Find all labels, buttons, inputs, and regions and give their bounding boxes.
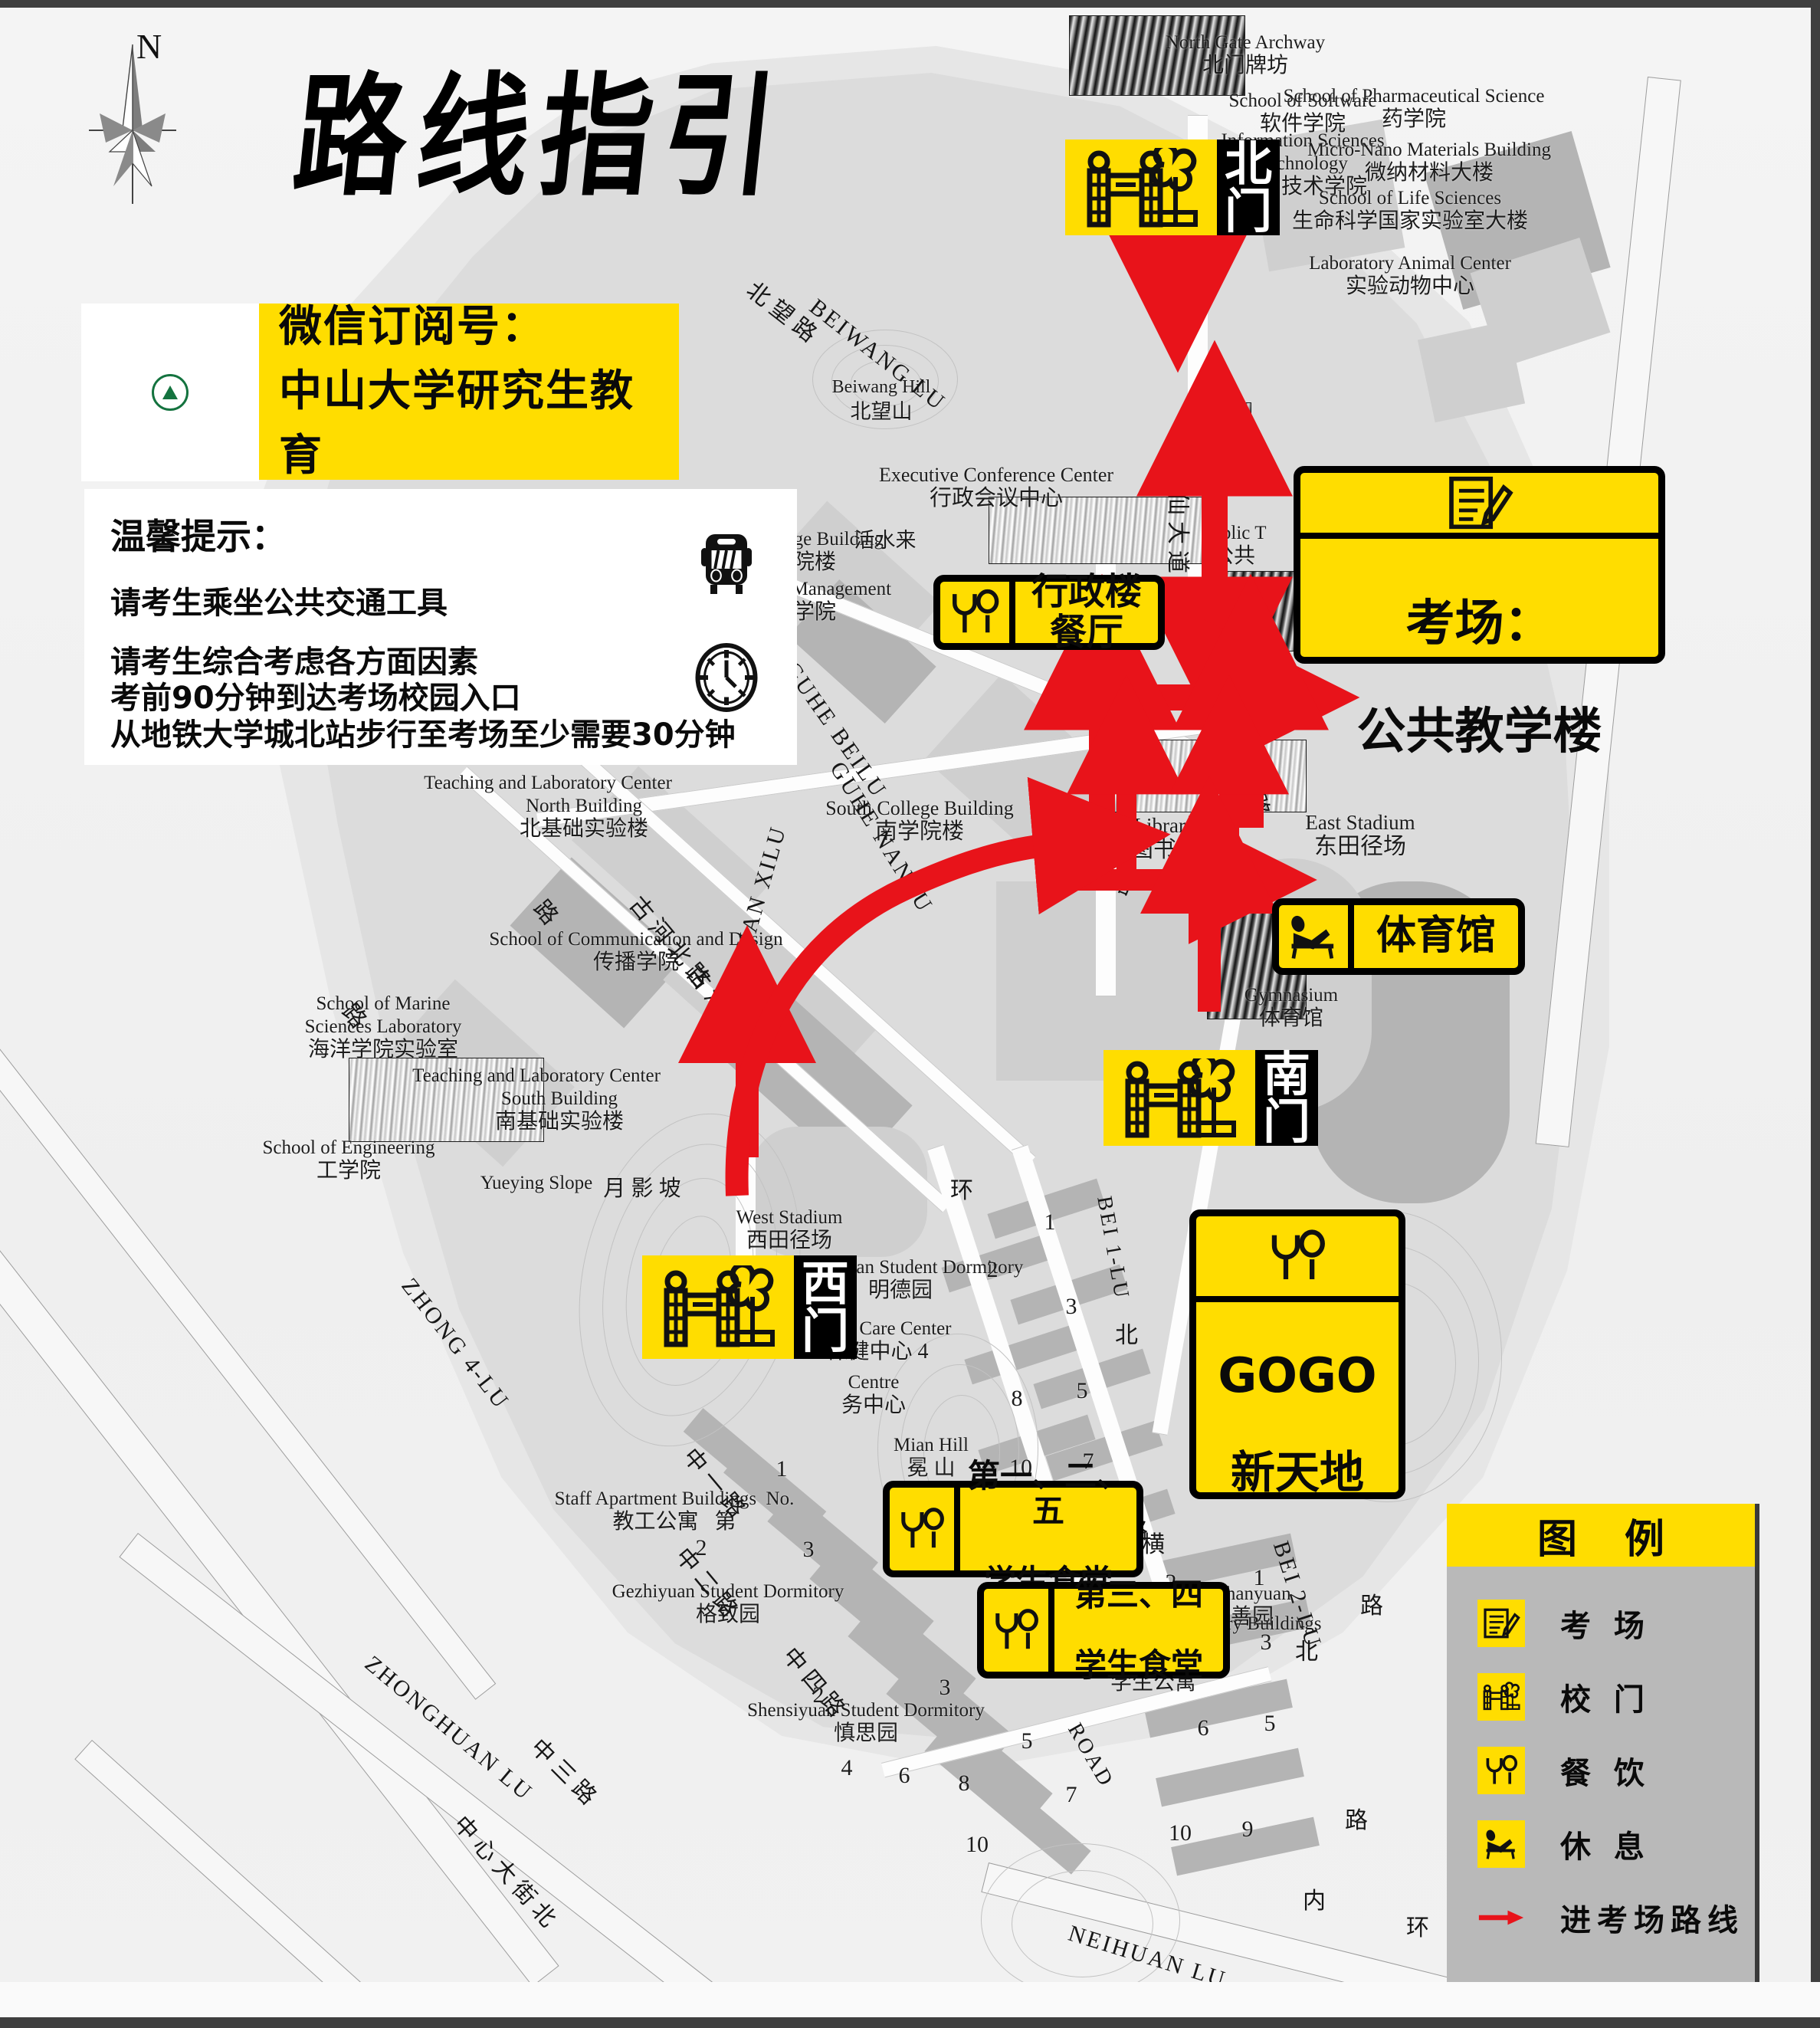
- dining-icon: [940, 582, 1015, 643]
- gate-char-1: 南: [1262, 1045, 1310, 1102]
- building-block: [1417, 320, 1526, 423]
- canteen-34-line-1: 第三、四: [1074, 1575, 1203, 1613]
- exam-venue-label: 考场： 公共教学楼: [1300, 539, 1658, 822]
- gogo-line-1: GOGO: [1218, 1347, 1377, 1403]
- dining-icon: [1196, 1216, 1399, 1302]
- gymnasium-sign[interactable]: 体育馆: [1272, 898, 1525, 975]
- north-gate-name: 北 门: [1216, 135, 1280, 239]
- west-gate-sign[interactable]: 西 门: [642, 1255, 857, 1359]
- wechat-account-name: 中山大学研究生教育: [279, 366, 635, 481]
- canteen-125-label: 第一、二、五 学生食堂: [960, 1387, 1136, 1671]
- tips-line-1: 请考生乘坐公共交通工具: [110, 586, 448, 621]
- gate-char-2: 门: [1224, 182, 1272, 239]
- exam-paper-icon: [1300, 473, 1658, 539]
- photo-engineering-building: [349, 1058, 544, 1142]
- west-gate-name: 西 门: [793, 1255, 857, 1359]
- university-emblem-icon: [146, 368, 195, 417]
- campus-gate-icon: [1477, 1673, 1525, 1721]
- tips-heading: 温馨提示：: [110, 516, 287, 557]
- contour-ring: [812, 330, 958, 429]
- warm-tips-box: 温馨提示： 请考生乘坐公共交通工具 请考生综合考虑各方面因素 考前90分钟到达考…: [84, 489, 797, 765]
- exam-paper-icon: [1477, 1600, 1525, 1647]
- gate-char-2: 门: [1262, 1093, 1310, 1150]
- exam-venue-line-1: 考场：: [1405, 596, 1553, 653]
- rest-icon: [1477, 1820, 1525, 1868]
- dining-icon: [984, 1589, 1054, 1672]
- bus-icon: [701, 534, 752, 594]
- gymnasium-label: 体育馆: [1376, 913, 1496, 960]
- campus-gate-icon: [1103, 1050, 1255, 1146]
- map-legend: 图 例 考 场 校 门: [1447, 1504, 1759, 2010]
- legend-item-label: 餐 饮: [1560, 1756, 1651, 1791]
- red-arrow-icon: [1477, 1894, 1525, 1941]
- photo-library: [1103, 740, 1307, 812]
- tips-line-3: 考前90分钟到达考场校园入口: [110, 681, 521, 717]
- photo-small-building: [1205, 402, 1251, 441]
- exam-venue-sign[interactable]: 考场： 公共教学楼: [1294, 466, 1665, 760]
- legend-row-list: 考 场 校 门 餐 饮: [1447, 1567, 1755, 1954]
- legend-item: 考 场: [1477, 1587, 1755, 1660]
- contour-ring: [851, 360, 921, 406]
- tips-line-2: 请考生综合考虑各方面因素: [110, 645, 478, 681]
- wechat-qr-code[interactable]: [81, 304, 259, 481]
- frame-edge-bottom: [0, 2017, 1820, 2028]
- clock-icon: [695, 643, 758, 712]
- contour-ring: [1012, 1870, 1153, 1977]
- canteen-34-sign[interactable]: 第三、四 学生食堂: [977, 1577, 1230, 1683]
- gogo-sign[interactable]: GOGO 新天地: [1189, 1209, 1405, 1499]
- tips-icon-column: [690, 527, 763, 714]
- photo-conference-center: [989, 497, 1222, 564]
- rest-icon: [1279, 905, 1354, 968]
- canteen-34-label: 第三、四 学生食堂: [1054, 1506, 1223, 1754]
- photo-teaching-building: [1215, 571, 1307, 651]
- south-gate-name: 南 门: [1254, 1045, 1318, 1150]
- compass-north-letter: N: [136, 27, 162, 66]
- campus-gate-icon: [1065, 139, 1217, 235]
- emblem-ring: [152, 374, 189, 411]
- admin-canteen-sign[interactable]: 行政楼餐厅: [933, 570, 1165, 654]
- legend-item-label: 校 门: [1560, 1682, 1651, 1718]
- north-gate-sign[interactable]: 北 门: [1065, 139, 1280, 235]
- photo-north-gate-archway: [1069, 15, 1245, 96]
- legend-item: 餐 饮: [1477, 1734, 1755, 1807]
- frame-edge-right: [1811, 0, 1820, 2028]
- page-title: 路线指引: [287, 60, 794, 215]
- gate-char-1: 西: [801, 1255, 849, 1311]
- gogo-label: GOGO 新天地: [1196, 1302, 1399, 1545]
- legend-item: 校 门: [1477, 1660, 1755, 1734]
- canteen-34-line-2: 学生食堂: [1074, 1646, 1203, 1685]
- compass-rose: N: [60, 27, 205, 213]
- legend-item: 休 息: [1477, 1807, 1755, 1881]
- dorm-block: [1171, 1816, 1320, 1876]
- legend-item-label: 进考场路线: [1560, 1903, 1744, 1938]
- canteen-125-line-1: 第一、二、五: [967, 1456, 1129, 1530]
- gate-char-2: 门: [801, 1302, 849, 1359]
- wechat-label: 微信订阅号：: [279, 302, 546, 352]
- campus-gate-icon: [642, 1255, 794, 1359]
- gate-char-1: 北: [1224, 135, 1272, 192]
- admin-canteen-label: 行政楼餐厅: [1031, 570, 1142, 654]
- legend-item-label: 休 息: [1560, 1829, 1651, 1865]
- exam-venue-line-2: 公共教学楼: [1356, 704, 1602, 761]
- canteen-125-sign[interactable]: 第一、二、五 学生食堂: [883, 1458, 1143, 1600]
- tips-line-4: 从地铁大学城北站步行至考场至少需要30分钟: [110, 717, 736, 753]
- gogo-line-2: 新天地: [1230, 1446, 1364, 1499]
- compass-icon: [89, 44, 176, 204]
- dorm-block: [1156, 1747, 1304, 1807]
- dining-icon: [890, 1488, 960, 1570]
- legend-item: 进考场路线: [1477, 1881, 1755, 1954]
- dining-icon: [1477, 1747, 1525, 1794]
- legend-item-label: 考 场: [1560, 1609, 1651, 1644]
- frame-edge-top: [0, 0, 1820, 8]
- contour-ring: [831, 345, 939, 418]
- wechat-subscription-banner: 微信订阅号： 中山大学研究生教育: [259, 302, 679, 481]
- legend-title: 图 例: [1447, 1504, 1755, 1567]
- south-gate-sign[interactable]: 南 门: [1103, 1050, 1318, 1146]
